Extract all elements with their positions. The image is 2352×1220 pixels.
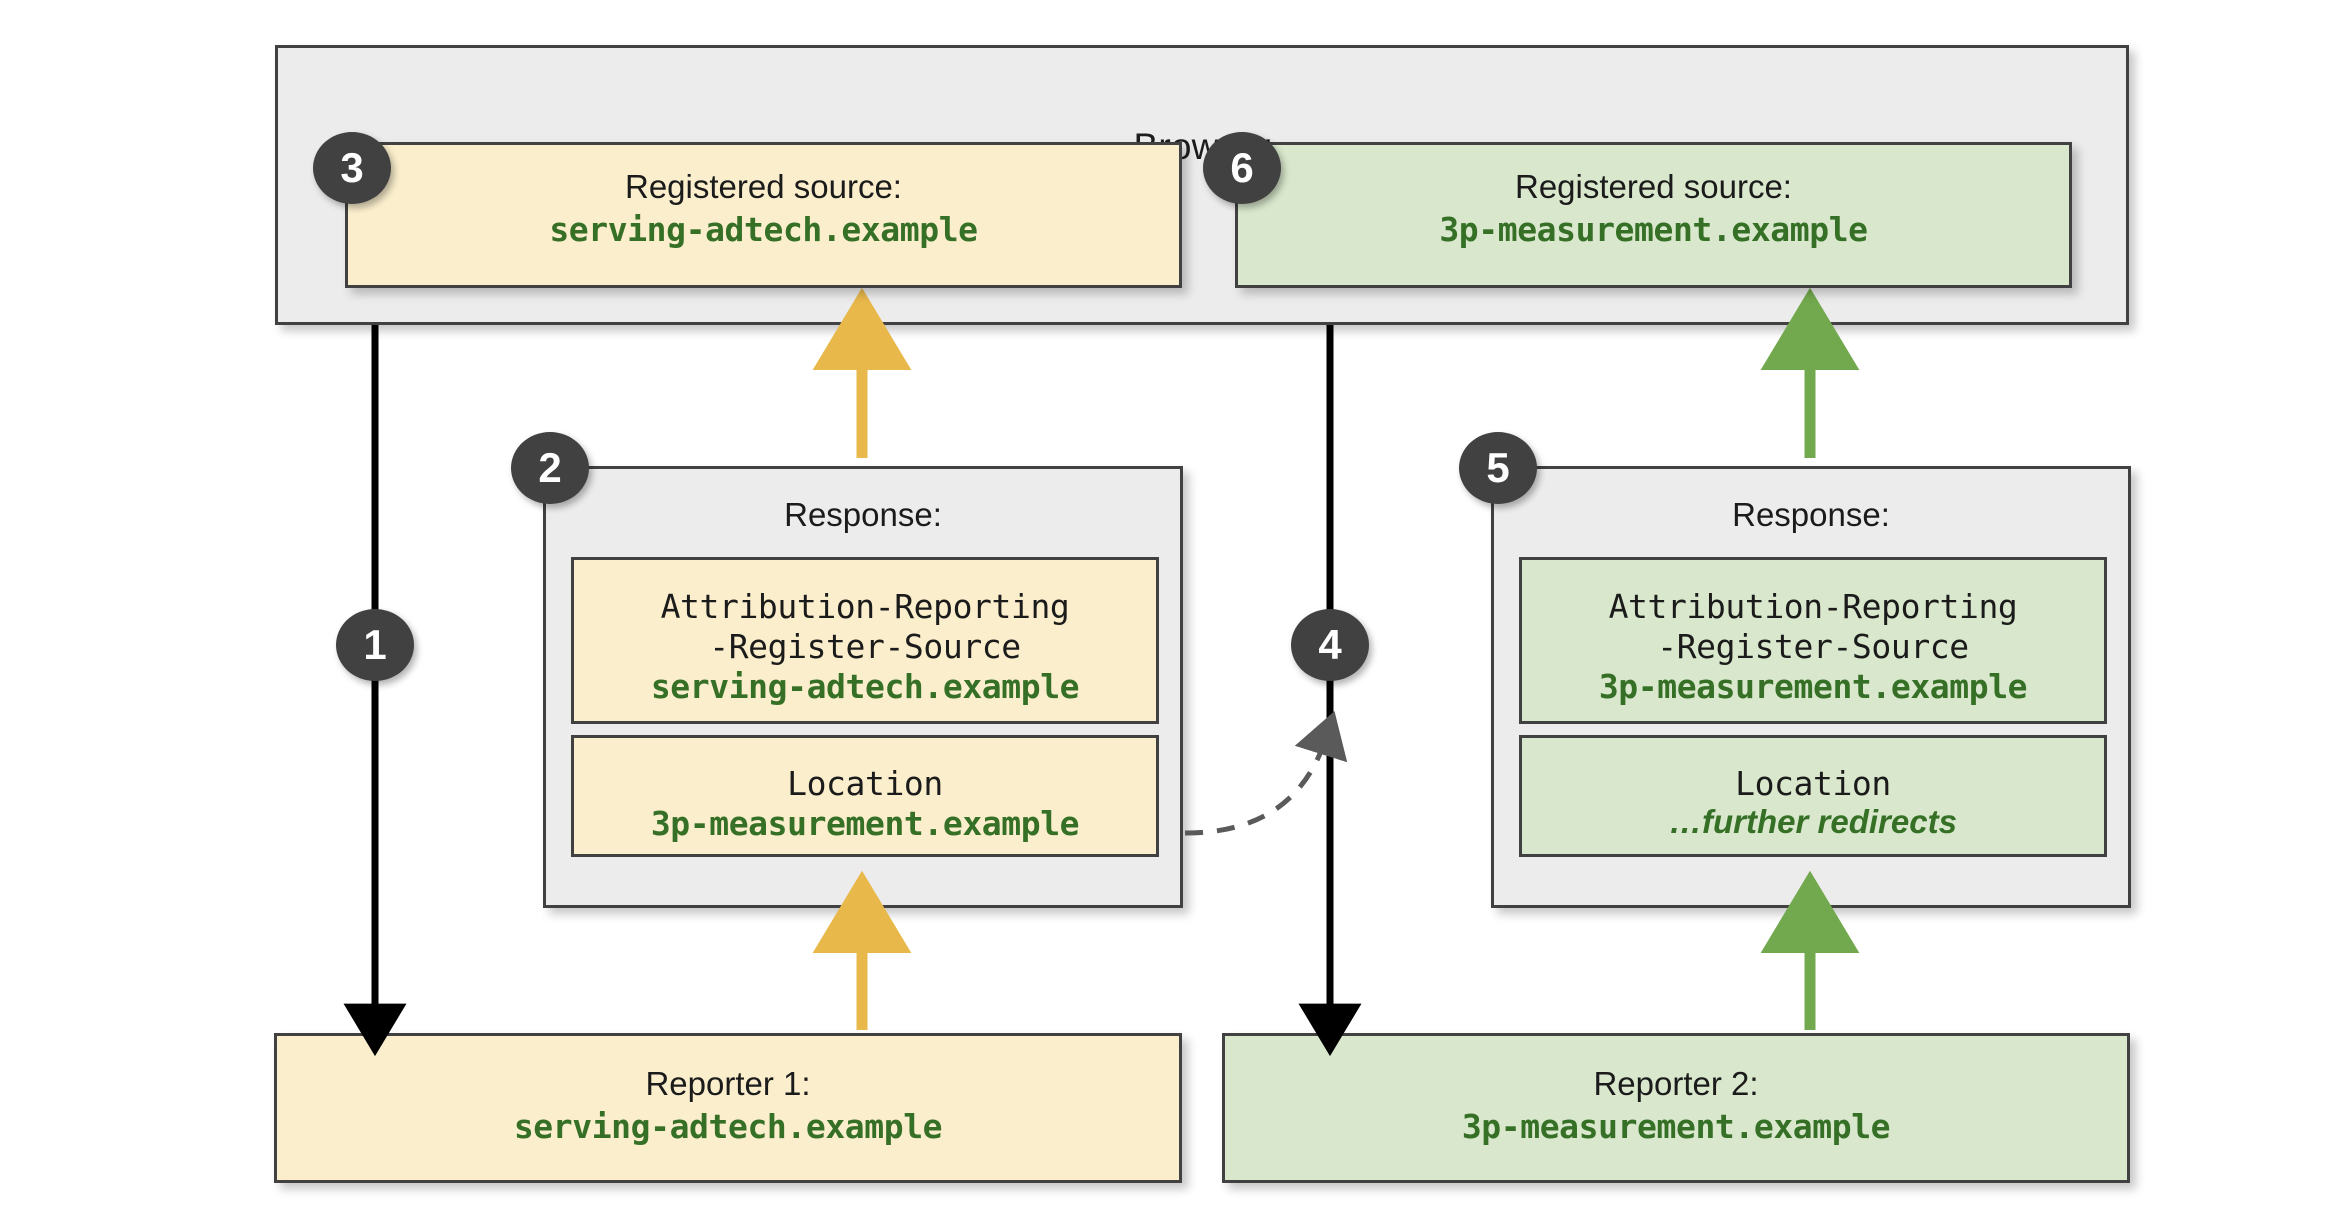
response-panel-left: Response: Attribution-Reporting -Registe… <box>543 466 1183 908</box>
step-badge-2: 2 <box>511 432 589 504</box>
registered-source-box-3p-measurement: Registered source: 3p-measurement.exampl… <box>1235 142 2072 288</box>
step-badge-5: 5 <box>1459 432 1537 504</box>
reporter-heading-1: Reporter 1: <box>645 1065 811 1102</box>
reporter-heading-2: Reporter 2: <box>1593 1065 1759 1102</box>
reporter-box-1: Reporter 1: serving-adtech.example <box>274 1033 1182 1183</box>
reporter-value-2: 3p-measurement.example <box>1461 1107 1891 1146</box>
step-badge-3: 3 <box>313 132 391 204</box>
reporter-box-2: Reporter 2: 3p-measurement.example <box>1222 1033 2130 1183</box>
header-value-location-left: 3p-measurement.example <box>650 804 1080 843</box>
response-heading-right: Response: <box>1732 496 1890 533</box>
registered-source-value-1: serving-adtech.example <box>549 210 978 249</box>
step-badge-1: 1 <box>336 609 414 681</box>
header-name-line2-left: -Register-Source <box>709 627 1021 666</box>
reporter-value-1: serving-adtech.example <box>513 1107 943 1146</box>
registered-source-heading-2: Registered source: <box>1515 168 1792 205</box>
header-value-register-source-left: serving-adtech.example <box>650 667 1080 706</box>
registered-source-value-2: 3p-measurement.example <box>1439 210 1868 249</box>
header-value-register-source-right: 3p-measurement.example <box>1598 667 2028 706</box>
step-badge-6: 6 <box>1203 132 1281 204</box>
header-name-line2-right: -Register-Source <box>1657 627 1969 666</box>
header-name-line1-left: Attribution-Reporting <box>660 587 1070 626</box>
response-panel-right: Response: Attribution-Reporting -Registe… <box>1491 466 2131 908</box>
header-name-location-left: Location <box>787 764 943 803</box>
header-name-line1-right: Attribution-Reporting <box>1608 587 2018 626</box>
step-badge-4: 4 <box>1291 609 1369 681</box>
header-name-location-right: Location <box>1735 764 1891 803</box>
registered-source-heading-1: Registered source: <box>625 168 902 205</box>
response-header-register-source-left: Attribution-Reporting -Register-Source s… <box>571 557 1159 724</box>
header-value-location-right: …further redirects <box>1669 803 1957 840</box>
arrow-redirect-dashed <box>1184 711 1348 836</box>
response-heading-left: Response: <box>784 496 942 533</box>
response-header-location-right: Location …further redirects <box>1519 735 2107 857</box>
response-header-register-source-right: Attribution-Reporting -Register-Source 3… <box>1519 557 2107 724</box>
registered-source-box-serving-adtech: Registered source: serving-adtech.exampl… <box>345 142 1182 288</box>
response-header-location-left: Location 3p-measurement.example <box>571 735 1159 857</box>
